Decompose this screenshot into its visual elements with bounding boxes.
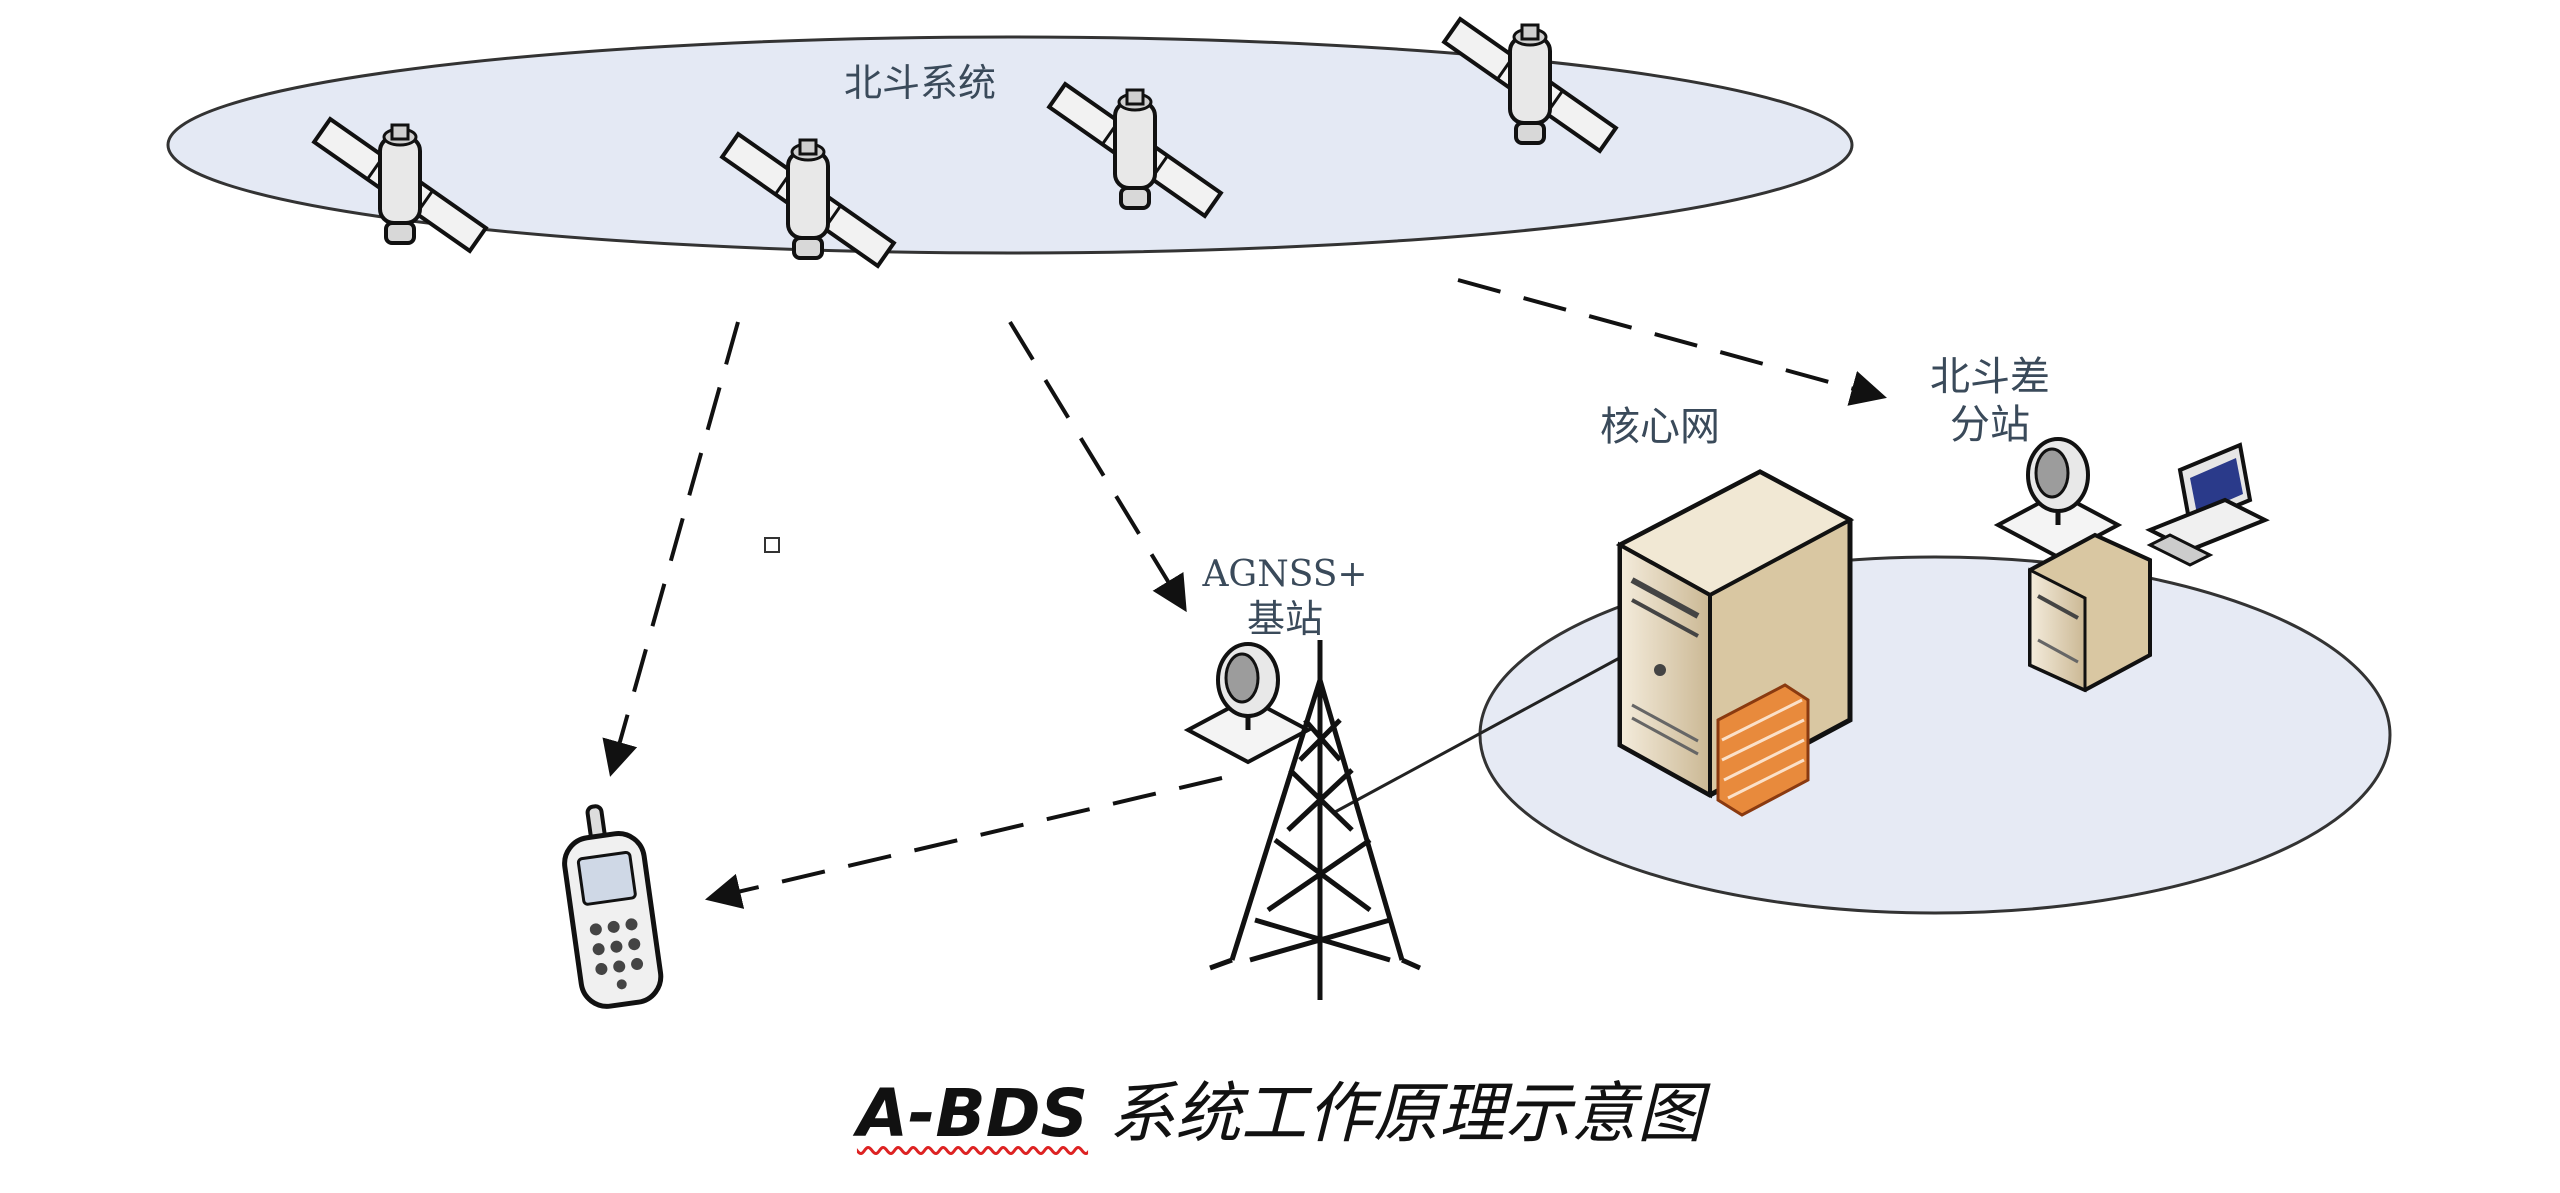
caption-text: 系统工作原理示意图 bbox=[1109, 1075, 1704, 1152]
agnss-label-line1: AGNSS+ bbox=[1201, 554, 1367, 595]
beidou-system-label: 北斗系统 bbox=[844, 61, 996, 105]
diff-station-server-icon bbox=[2028, 532, 2152, 693]
diff-station-label-line2: 分站 bbox=[1950, 402, 2030, 448]
cell-tower-icon bbox=[1209, 640, 1422, 1000]
firewall-icon bbox=[1716, 683, 1810, 817]
core-network-area bbox=[1478, 555, 2392, 915]
arrow-basestation-to-phone bbox=[704, 776, 1223, 909]
beidou-orbit bbox=[166, 35, 1854, 255]
diff-station-label-line1: 北斗差 bbox=[1930, 354, 2050, 400]
core-network-label: 核心网 bbox=[1600, 404, 1720, 450]
diagram-caption: A-BDS 系统工作原理示意图 bbox=[0, 1060, 2560, 1156]
arrow-satellite-to-basestation bbox=[1008, 320, 1187, 613]
link-core-to-tower bbox=[1334, 653, 1626, 814]
arrow-satellite-to-diff-station bbox=[1457, 278, 1887, 406]
mobile-phone-icon bbox=[562, 804, 664, 1009]
small-square-marker bbox=[764, 537, 780, 553]
agnss-label-line2: 基站 bbox=[1247, 597, 1323, 641]
agnss-dish-icon bbox=[1188, 644, 1308, 762]
computer-icon bbox=[2145, 442, 2270, 567]
arrow-satellite-to-phone bbox=[602, 321, 740, 777]
caption-latin: A-BDS bbox=[856, 1075, 1089, 1152]
